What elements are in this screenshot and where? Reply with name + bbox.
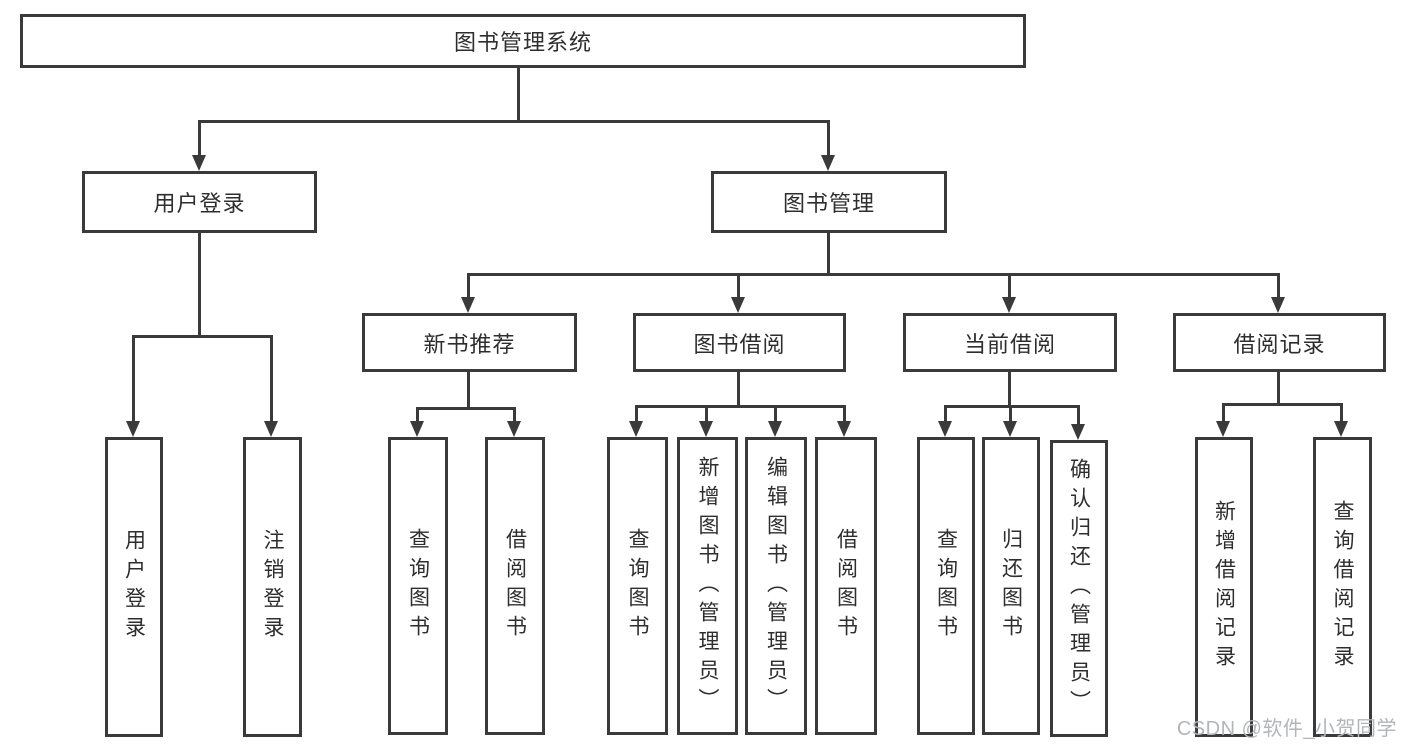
connector-root-stem — [517, 68, 520, 122]
connector-bookmgmt-stem — [827, 120, 830, 158]
arrow-down-icon — [1071, 424, 1085, 440]
leaf-records-add-label: 新增借阅记录 — [1212, 500, 1236, 674]
leaf-currentborrow-confirm-label: 确认归还（管理员） — [1067, 458, 1091, 719]
leaf-bookborrow-query: 查询图书 — [607, 437, 668, 735]
arrow-down-icon — [126, 421, 140, 437]
connector-leaf-stem — [1009, 405, 1012, 424]
leaf-logout: 注销登录 — [243, 437, 302, 737]
connector-root-hline — [198, 120, 829, 123]
csdn-watermark: CSDN @软件_小贺同学 — [1176, 718, 1397, 740]
arrow-down-icon — [192, 155, 206, 171]
node-current-borrow: 当前借阅 — [903, 313, 1117, 372]
node-user-login-label: 用户登录 — [153, 191, 246, 216]
connector-borrowrecords-down — [1277, 372, 1280, 405]
leaf-bookborrow-add-label: 新增图书（管理员） — [696, 455, 719, 717]
leaf-bookborrow-edit: 编辑图书（管理员） — [745, 437, 807, 735]
leaf-records-add: 新增借阅记录 — [1195, 437, 1253, 737]
leaf-bookborrow-edit-label: 编辑图书（管理员） — [764, 455, 788, 717]
leaf-records-query-label: 查询借阅记录 — [1331, 500, 1354, 674]
leaf-currentborrow-query: 查询图书 — [917, 437, 975, 735]
arrow-down-icon — [768, 421, 782, 437]
connector-leaf-stem — [1222, 403, 1225, 424]
connector-leaf-stem — [635, 405, 638, 424]
leaf-user-login: 用户登录 — [105, 437, 163, 737]
leaf-newbooks-query: 查询图书 — [388, 437, 448, 735]
leaf-currentborrow-return-label: 归还图书 — [999, 528, 1023, 644]
node-book-mgmt-label: 图书管理 — [782, 191, 875, 216]
connector-bookborrow-down — [737, 372, 740, 407]
leaf-bookborrow-borrow-label: 借阅图书 — [834, 528, 858, 644]
connector-l3-stem — [1277, 273, 1280, 300]
connector-leaf-stem — [1077, 405, 1080, 427]
leaf-bookborrow-add: 新增图书（管理员） — [677, 437, 738, 735]
leaf-newbooks-query-label: 查询图书 — [406, 528, 430, 644]
connector-leaf-stem — [416, 407, 419, 424]
leaf-currentborrow-query-label: 查询图书 — [934, 528, 958, 644]
connector-borrowrecords-hline — [1222, 403, 1342, 406]
connector-leaf-stem — [270, 335, 273, 423]
node-user-login: 用户登录 — [82, 171, 317, 233]
connector-bookborrow-hline — [635, 405, 846, 408]
leaf-newbooks-borrow-label: 借阅图书 — [503, 528, 527, 644]
connector-l3-stem — [1008, 273, 1011, 300]
arrow-down-icon — [699, 421, 713, 437]
node-current-borrow-label: 当前借阅 — [963, 331, 1056, 357]
node-root: 图书管理系统 — [20, 14, 1026, 68]
arrow-down-icon — [264, 421, 278, 437]
leaf-currentborrow-confirm: 确认归还（管理员） — [1050, 440, 1108, 737]
connector-leaf-stem — [843, 405, 846, 424]
connector-newbooks-hline — [416, 407, 516, 410]
connector-userlogin-stem — [198, 233, 201, 337]
leaf-newbooks-borrow: 借阅图书 — [485, 437, 545, 735]
leaf-currentborrow-return: 归还图书 — [982, 437, 1040, 735]
arrow-down-icon — [507, 421, 521, 437]
node-book-mgmt: 图书管理 — [711, 171, 947, 233]
node-book-borrow-label: 图书借阅 — [693, 331, 786, 357]
node-borrow-records-label: 借阅记录 — [1233, 331, 1326, 357]
arrow-down-icon — [837, 421, 851, 437]
arrow-down-icon — [938, 421, 952, 437]
connector-userlogin-hline — [132, 335, 273, 338]
arrow-down-icon — [1271, 297, 1285, 313]
arrow-down-icon — [821, 155, 835, 171]
connector-l3-stem — [467, 273, 470, 300]
connector-l3-stem — [737, 273, 740, 300]
node-new-books: 新书推荐 — [362, 313, 577, 372]
arrow-down-icon — [1334, 421, 1348, 437]
connector-leaf-stem — [132, 335, 135, 423]
arrow-down-icon — [410, 421, 424, 437]
arrow-down-icon — [1003, 421, 1017, 437]
node-new-books-label: 新书推荐 — [423, 331, 516, 357]
connector-bookmgmt-down — [827, 233, 830, 275]
connector-leaf-stem — [774, 405, 777, 424]
connector-leaf-stem — [513, 407, 516, 424]
connector-level3-hline — [467, 273, 1280, 276]
leaf-bookborrow-query-label: 查询图书 — [626, 528, 649, 644]
arrow-down-icon — [731, 297, 745, 313]
node-root-label: 图书管理系统 — [453, 30, 592, 55]
connector-user-stem — [198, 120, 201, 158]
node-borrow-records: 借阅记录 — [1173, 313, 1386, 372]
arrow-down-icon — [1216, 421, 1230, 437]
leaf-logout-label: 注销登录 — [261, 529, 284, 645]
connector-leaf-stem — [1340, 403, 1343, 424]
connector-leaf-stem — [944, 405, 947, 424]
connector-newbooks-down — [467, 372, 470, 409]
leaf-records-query: 查询借阅记录 — [1313, 437, 1372, 737]
arrow-down-icon — [461, 297, 475, 313]
connector-leaf-stem — [705, 405, 708, 424]
arrow-down-icon — [629, 421, 643, 437]
node-book-borrow: 图书借阅 — [633, 313, 846, 372]
leaf-bookborrow-borrow: 借阅图书 — [815, 437, 877, 735]
arrow-down-icon — [1002, 297, 1016, 313]
leaf-user-login-label: 用户登录 — [122, 529, 146, 645]
connector-currentborrow-down — [1008, 372, 1011, 407]
